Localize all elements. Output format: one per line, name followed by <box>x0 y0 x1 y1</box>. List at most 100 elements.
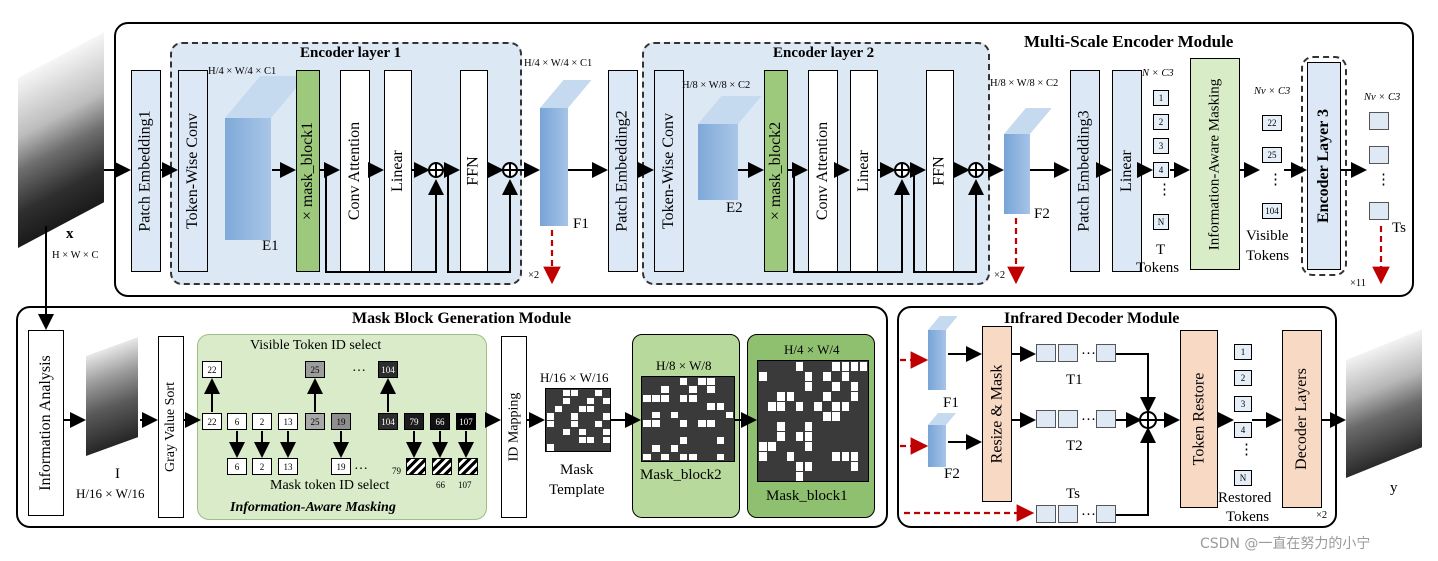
mask-cell <box>832 382 840 391</box>
infrared-decoder-panel <box>897 306 1337 528</box>
mask-cell <box>563 428 570 435</box>
mask-cell <box>841 402 850 411</box>
decoder-module-title: Infrared Decoder Module <box>1004 310 1180 327</box>
mask-cell <box>768 402 776 411</box>
mask-cell <box>563 397 570 404</box>
mask-cell <box>759 442 767 451</box>
restored-label-1: Restored <box>1218 490 1272 506</box>
mask-cell <box>823 372 831 381</box>
mask-cell <box>652 420 660 427</box>
t2-token-3 <box>1096 410 1116 428</box>
e2-feature-block <box>698 124 738 200</box>
decoder-layers-block: Decoder Layers <box>1282 330 1322 508</box>
mask-cell <box>786 392 795 401</box>
mid-id-25: 25 <box>305 413 325 430</box>
f2-label: F2 <box>1034 206 1050 222</box>
mask-template-label-1: Mask <box>560 462 594 478</box>
ffn2-block: FFN <box>926 70 954 272</box>
top-id-22: 22 <box>202 361 222 378</box>
t2-ellipsis: … <box>1081 408 1096 424</box>
mask-block1-grid <box>757 360 869 482</box>
f1-feature-block <box>540 108 568 226</box>
mask-cell <box>679 378 688 385</box>
token-dots: ⋮ <box>1157 182 1172 198</box>
nv-c3-label: Nv × C3 <box>1254 86 1291 97</box>
mask-cell <box>571 413 578 420</box>
restored-label-2: Tokens <box>1226 509 1270 525</box>
t1-token-2 <box>1058 344 1078 362</box>
times11-label: ×11 <box>1350 278 1367 289</box>
mask-cell <box>795 462 804 471</box>
mask-cell <box>777 392 785 401</box>
template-dims-label: H/16 × W/16 <box>540 370 609 385</box>
mask-cell <box>841 372 850 381</box>
input-dims-label: H × W × C <box>52 250 99 261</box>
dim-f1-label: H/4 × W/4 × C1 <box>524 58 593 69</box>
ts-token-1 <box>1036 505 1056 523</box>
mask-cell <box>850 462 859 471</box>
mask-cell <box>579 405 586 412</box>
mask-cell <box>603 397 610 404</box>
t2-label: T2 <box>1066 438 1083 454</box>
mask-cell <box>768 442 776 451</box>
mid-id-107: 107 <box>456 413 476 430</box>
mask-cell <box>795 362 804 371</box>
watermark: CSDN @一直在努力的小宁 <box>1200 536 1371 552</box>
mask-cell <box>832 452 840 461</box>
info-aware-masking-block: Information-Aware Masking <box>1190 58 1240 270</box>
mask-cell <box>547 413 554 420</box>
hatch-box-107 <box>458 458 478 475</box>
mask-cell <box>661 453 670 461</box>
mask-template-label-2: Template <box>549 482 605 498</box>
mask-cell <box>679 436 688 444</box>
ts-token-2 <box>1058 505 1078 523</box>
mask-cell <box>716 453 725 461</box>
mid-id-66: 66 <box>430 413 450 430</box>
decoder-ts-label: Ts <box>1066 486 1080 502</box>
hatch-label-66: 66 <box>436 480 445 490</box>
token-n: N <box>1153 214 1169 230</box>
mask-cell <box>652 411 660 419</box>
hatch-box-66 <box>432 458 452 475</box>
patch-embedding3-block: Patch Embedding3 <box>1070 70 1100 272</box>
mask-cell <box>832 402 840 411</box>
visible-tokens-label-2: Tokens <box>1246 248 1290 264</box>
ts-label: Ts <box>1392 220 1406 236</box>
mask-cell <box>850 452 859 461</box>
token-wise-conv2-block: Token-Wise Conv <box>654 70 684 272</box>
linear1-block: Linear <box>384 70 412 272</box>
mask-block2-label: Mask_block2 <box>640 467 722 483</box>
mask-cell <box>643 420 651 427</box>
mask-cell <box>786 452 795 461</box>
t1-token-1 <box>1036 344 1056 362</box>
t1-ellipsis: … <box>1081 342 1096 358</box>
hatch-label-79: 79 <box>392 466 401 476</box>
output-token-dots: ⋮ <box>1376 172 1391 188</box>
times2-stage2-label: ×2 <box>994 270 1006 281</box>
nv-c3-out-label: Nv × C3 <box>1364 92 1401 103</box>
hatch-box-79 <box>406 458 426 475</box>
mask-cell <box>725 411 734 419</box>
f2-feature-block <box>1004 134 1030 214</box>
mask-cell <box>603 413 610 420</box>
e1-label: E1 <box>262 238 279 254</box>
mask-cell <box>841 452 850 461</box>
f1-label: F1 <box>573 216 589 232</box>
visible-token-104: 104 <box>1262 203 1282 219</box>
info-aware-masking-caption: Information-Aware Masking <box>230 500 396 515</box>
i-label: I <box>115 466 120 482</box>
visible-token-22: 22 <box>1262 115 1282 131</box>
mask-cell <box>579 428 586 435</box>
t1-label: T1 <box>1066 372 1083 388</box>
n-c3-label: N × C3 <box>1142 68 1174 79</box>
output-token-3 <box>1369 202 1389 220</box>
mask-cell <box>698 420 706 427</box>
mask-cell <box>670 445 679 453</box>
mask-cell <box>716 403 725 411</box>
e2-label: E2 <box>726 200 743 216</box>
mask-cell <box>823 392 831 401</box>
mask-cell <box>595 390 602 397</box>
mask-cell <box>850 382 859 391</box>
e1-feature-block <box>225 118 271 240</box>
mid-id-19: 19 <box>331 413 351 430</box>
